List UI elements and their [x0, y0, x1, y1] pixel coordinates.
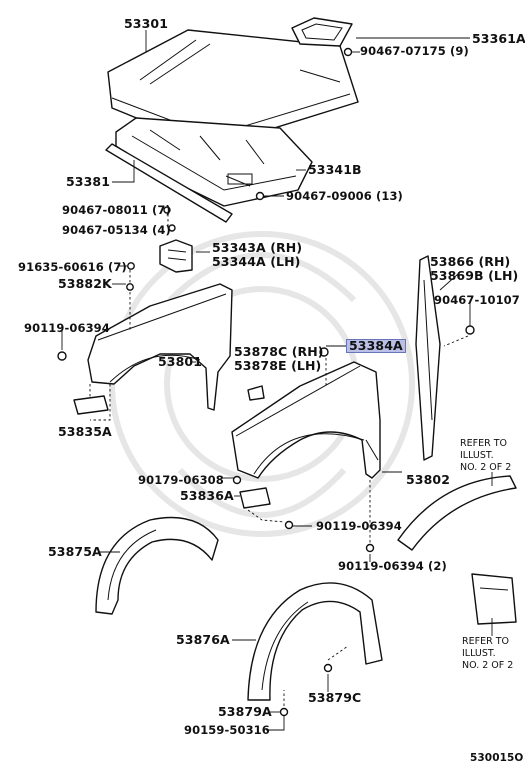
label-53301[interactable]: 53301: [124, 16, 168, 31]
label-53878e[interactable]: 53878E (LH): [234, 358, 322, 373]
label-53341b[interactable]: 53341B: [308, 162, 362, 177]
fender-apron-seal: [415, 255, 441, 461]
label-90159-50316[interactable]: 90159-50316: [184, 723, 270, 737]
label-53381[interactable]: 53381: [66, 174, 110, 189]
front-fender-lh: [87, 283, 233, 411]
label-90179-06308[interactable]: 90179-06308: [138, 473, 224, 487]
label-53801[interactable]: 53801: [158, 354, 202, 369]
hood-seal-strip: [105, 143, 233, 223]
label-53869b[interactable]: 53869B (LH): [430, 268, 519, 283]
reference-note-1-line3: NO. 2 OF 2: [460, 462, 512, 473]
label-90467-08011[interactable]: 90467-08011 (7): [62, 203, 171, 217]
label-53343a[interactable]: 53343A (RH): [212, 240, 303, 255]
label-53384a-highlighted[interactable]: 53384A: [346, 339, 406, 353]
front-fender-rh: [231, 361, 381, 479]
fender-bracket: [247, 385, 265, 401]
label-90467-09006[interactable]: 90467-09006 (13): [286, 189, 403, 203]
label-90467-10107[interactable]: 90467-10107: [434, 293, 520, 307]
leader-lines: [61, 30, 493, 731]
hood-insulator-pad: [291, 17, 353, 47]
label-53879c[interactable]: 53879C: [308, 690, 362, 705]
figure-code: 530015O: [470, 752, 524, 764]
reference-note-1-line2: ILLUST.: [460, 450, 494, 461]
label-90119-06394-a[interactable]: 90119-06394: [24, 321, 110, 335]
fender-mount-bracket: [239, 487, 271, 509]
clip-icons: [57, 47, 475, 717]
fender-liner-lh: [95, 516, 219, 615]
fender-flare-ref: [397, 475, 517, 551]
label-53875a[interactable]: 53875A: [48, 544, 102, 559]
mud-guard-ref: [471, 573, 517, 625]
label-53879a[interactable]: 53879A: [218, 704, 272, 719]
fender-lower-bracket: [73, 395, 109, 415]
reference-note-2-line2: ILLUST.: [462, 648, 496, 659]
label-90119-06394-c[interactable]: 90119-06394 (2): [338, 559, 447, 573]
dashed-guides: [89, 214, 469, 706]
reference-note-2-line1: REFER TO: [462, 636, 509, 647]
hood-panel: [107, 29, 359, 149]
label-53836a[interactable]: 53836A: [180, 488, 234, 503]
label-53882k[interactable]: 53882K: [58, 276, 112, 291]
reference-note-2-line3: NO. 2 OF 2: [462, 660, 514, 671]
reference-note-1-line1: REFER TO: [460, 438, 507, 449]
hinge-bracket: [159, 239, 193, 273]
label-53361a[interactable]: 53361A: [472, 31, 525, 46]
label-53835a[interactable]: 53835A: [58, 424, 112, 439]
label-90467-05134[interactable]: 90467-05134 (4): [62, 223, 171, 237]
label-90119-06394-b[interactable]: 90119-06394: [316, 519, 402, 533]
label-90467-07175[interactable]: 90467-07175 (9): [360, 44, 469, 58]
label-53344a[interactable]: 53344A (LH): [212, 254, 301, 269]
label-53876a[interactable]: 53876A: [176, 632, 230, 647]
label-53878c[interactable]: 53878C (RH): [234, 344, 324, 359]
hood-inner-panel: [115, 117, 313, 207]
label-53802[interactable]: 53802: [406, 472, 450, 487]
fender-liner-rh: [247, 582, 383, 701]
label-53866[interactable]: 53866 (RH): [430, 254, 511, 269]
label-91635-60616[interactable]: 91635-60616 (7): [18, 260, 127, 274]
